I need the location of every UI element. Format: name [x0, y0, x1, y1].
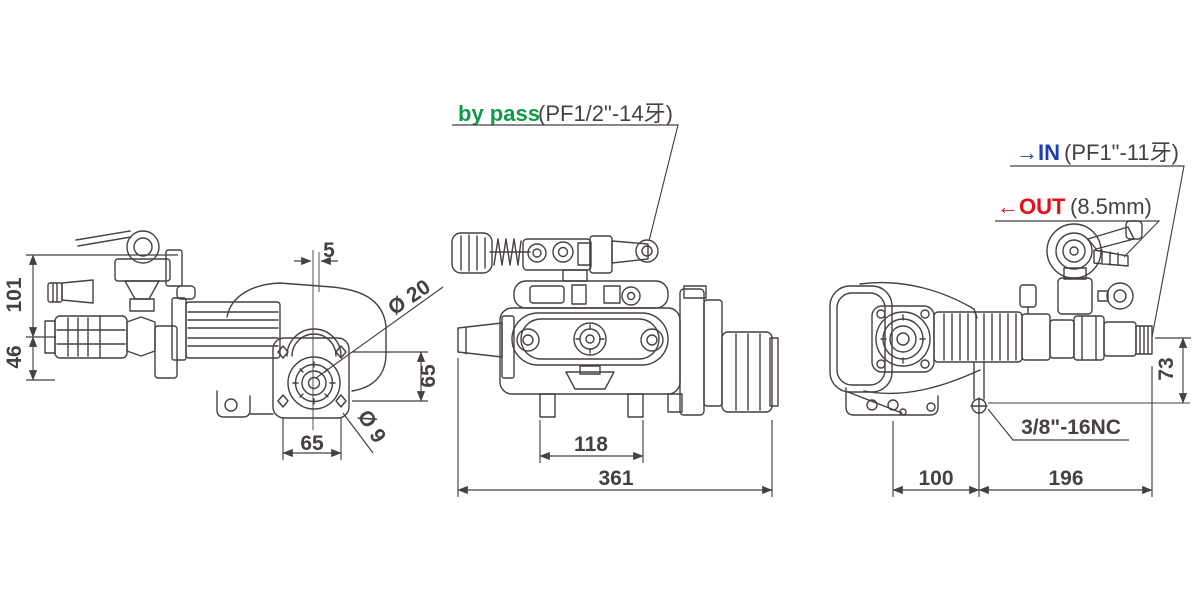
left-view-centerline: [312, 250, 320, 430]
dim-hole-diameter: Ø 9: [342, 406, 390, 454]
dim-73-label: 73: [1155, 357, 1178, 380]
inlet-callout: →IN (PF1"-11牙): [1010, 140, 1185, 338]
dim-phi9-label: Ø 9: [353, 406, 390, 447]
dim-phi20-label: Ø 20: [384, 275, 435, 320]
dim-height-101: 101: [3, 254, 178, 338]
inlet-spec-label: (PF1"-11牙): [1064, 140, 1179, 165]
dim-65h-label: 65: [300, 432, 324, 455]
dim-bolt-spacing-vertical: 65: [352, 351, 440, 402]
dim-118-label: 118: [574, 433, 608, 456]
dim-bolt-spacing-horizontal: 65: [282, 417, 342, 460]
dim-65v-label: 65: [417, 364, 440, 388]
left-side-view: 101 46 5 Ø 20 65 65 Ø 9: [3, 230, 444, 460]
thread-label: 3/8"-16NC: [1021, 416, 1121, 439]
right-side-view: 73 100 196 3/8"-16NC →IN (PF1"-11牙) ←OUT…: [829, 140, 1191, 497]
outlet-spec-label: (8.5mm): [1070, 194, 1152, 219]
thread-callout: 3/8"-16NC: [987, 408, 1129, 441]
inlet-label: →IN: [1016, 140, 1060, 165]
dim-361-label: 361: [598, 467, 633, 490]
dim-height-46: 46: [3, 336, 55, 381]
dim-101-label: 101: [3, 277, 26, 312]
front-view-linework: [451, 232, 779, 418]
right-view-linework: [829, 220, 1153, 416]
dim-100-label: 100: [918, 467, 953, 490]
dim-left-span-100: 100: [892, 414, 980, 497]
dim-overall-width-361: 361: [457, 358, 773, 497]
dim-shaft-diameter: Ø 20: [315, 275, 444, 379]
dim-port-height-73: 73: [1155, 337, 1191, 404]
dim-foot-span-118: 118: [539, 420, 644, 463]
outlet-label: ←OUT: [997, 194, 1066, 219]
dim-right-span-196: 196: [978, 366, 1153, 497]
front-view: 118 361 by pass (PF1/2"-14牙): [451, 101, 779, 497]
dim-offset-5: 5: [294, 239, 338, 266]
dim-196-label: 196: [1048, 467, 1083, 490]
bypass-spec-label: (PF1/2"-14牙): [538, 101, 673, 126]
bypass-label: by pass: [458, 101, 540, 126]
bypass-callout: by pass (PF1/2"-14牙): [452, 101, 679, 242]
dim-5-label: 5: [323, 239, 335, 262]
outlet-callout: ←OUT (8.5mm): [995, 194, 1161, 258]
dim-46-label: 46: [3, 345, 26, 368]
left-view-linework: [44, 230, 387, 419]
